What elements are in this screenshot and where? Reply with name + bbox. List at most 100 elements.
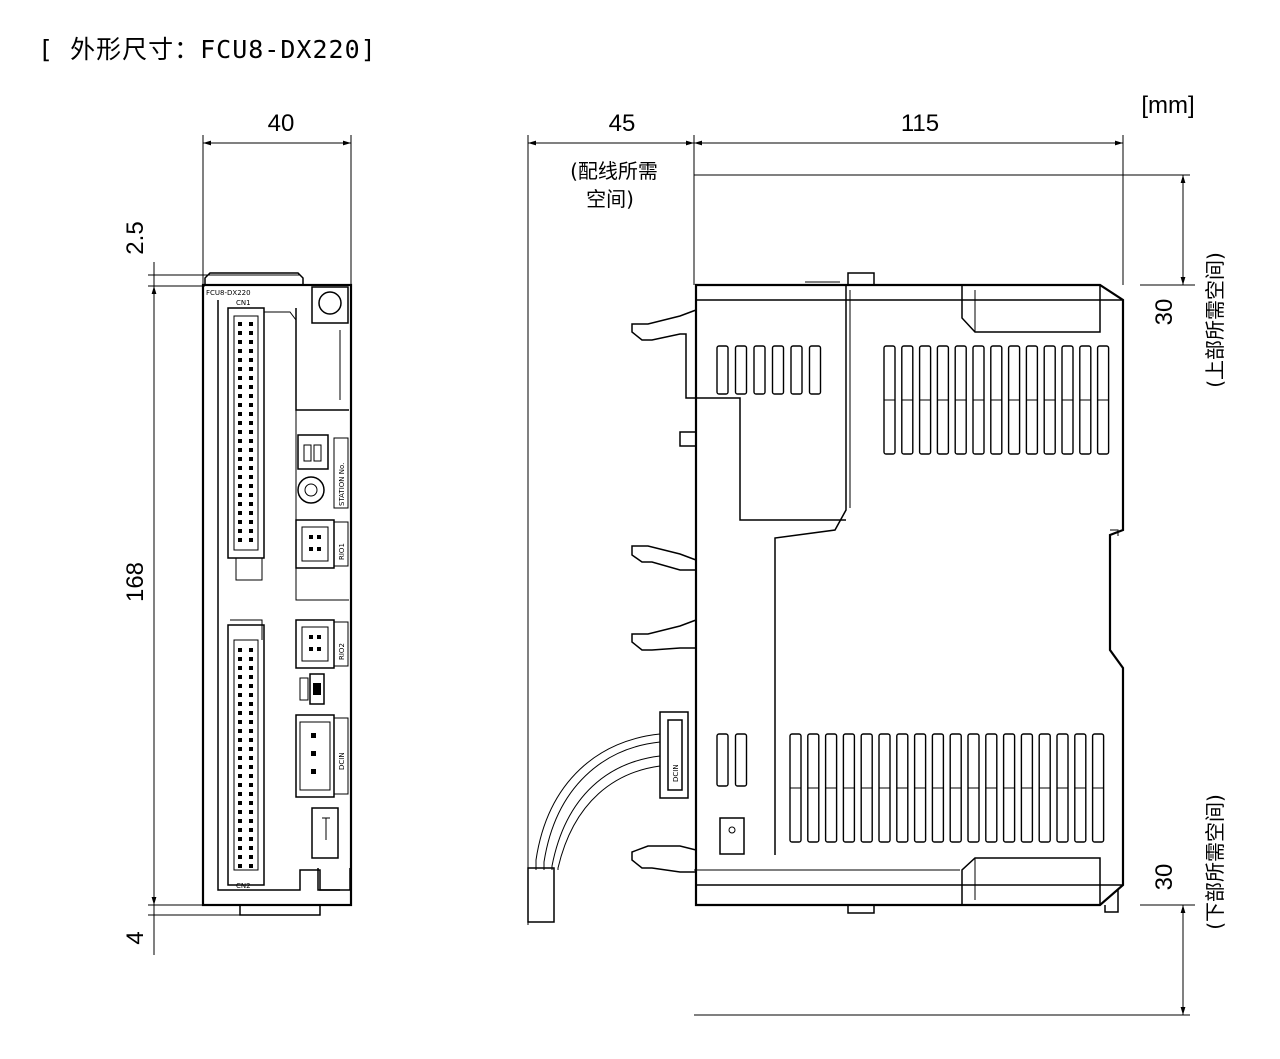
- connector-pin: [249, 403, 253, 407]
- connector-pin: [249, 792, 253, 796]
- connector-pin: [249, 412, 253, 416]
- connector-pin: [238, 484, 242, 488]
- terminal-slot: [753, 345, 766, 395]
- connector-pin: [249, 819, 253, 823]
- connector-pin: [249, 738, 253, 742]
- connector-pin: [238, 466, 242, 470]
- connector-pin: [249, 484, 253, 488]
- top-gap-dimension: 2.5: [122, 221, 149, 254]
- connector-pin: [238, 340, 242, 344]
- connector-pin: [249, 457, 253, 461]
- terminal-slot: [734, 345, 748, 395]
- connector-pin: [238, 747, 242, 751]
- connector-pin: [238, 810, 242, 814]
- height-dimension: 168: [122, 562, 149, 602]
- connector-pin: [249, 529, 253, 533]
- connector-pin: [249, 747, 253, 751]
- connector-pin: [238, 511, 242, 515]
- connector-pin: [249, 657, 253, 661]
- connector-pin: [238, 475, 242, 479]
- wiring-space-note-1: (配线所需: [570, 159, 658, 183]
- connector-pin: [238, 430, 242, 434]
- connector-pin: [249, 331, 253, 335]
- connector-pin: [238, 358, 242, 362]
- connector-pin: [238, 367, 242, 371]
- connector-pin: [249, 666, 253, 670]
- connector-pin: [249, 376, 253, 380]
- connector-pin: [238, 538, 242, 542]
- din-rail-clip: [631, 309, 846, 885]
- connector-pin: [238, 529, 242, 533]
- cn2-connector: [227, 619, 265, 886]
- connector-pin: [238, 502, 242, 506]
- connector-pin: [238, 711, 242, 715]
- connector-pin: [238, 828, 242, 832]
- connector-pin: [238, 394, 242, 398]
- terminal-slot: [808, 345, 822, 395]
- connector-pin: [238, 331, 242, 335]
- connector-pin: [249, 720, 253, 724]
- connector-pin: [238, 439, 242, 443]
- connector-pin: [249, 394, 253, 398]
- connector-pin: [249, 538, 253, 542]
- connector-pin: [238, 412, 242, 416]
- connector-pin: [238, 702, 242, 706]
- connector-pin: [249, 774, 253, 778]
- terminal-slot: [716, 345, 729, 395]
- connector-pin: [238, 666, 242, 670]
- connector-pin: [238, 457, 242, 461]
- rio1-label: RIO1: [338, 543, 346, 560]
- front-model-label: FCU8-DX220: [206, 289, 251, 297]
- connector-pin: [249, 846, 253, 850]
- connector-pin: [249, 439, 253, 443]
- width-dimension: 40: [268, 110, 295, 137]
- cn1-label: CN1: [236, 299, 251, 307]
- top-clearance-dimension: 30: [1151, 299, 1178, 326]
- connector-pin: [249, 448, 253, 452]
- front-body-outline: [201, 283, 353, 907]
- connector-pin: [249, 756, 253, 760]
- screw-hole-top: [318, 291, 342, 315]
- connector-pin: [249, 693, 253, 697]
- connector-pin: [249, 430, 253, 434]
- connector-pin: [238, 738, 242, 742]
- bottom-gap-dimension: 4: [122, 931, 149, 944]
- rio2-connector: RIO2: [295, 619, 349, 669]
- connector-pin: [249, 801, 253, 805]
- depth-dimension: 115: [901, 110, 939, 137]
- dcin-connector: DCIN: [295, 714, 349, 798]
- connector-pin: [249, 765, 253, 769]
- connector-pin: [238, 421, 242, 425]
- connector-pin: [249, 349, 253, 353]
- connector-pin: [238, 385, 242, 389]
- connector-pin: [238, 322, 242, 326]
- connector-pin: [238, 837, 242, 841]
- side-body-outline: [694, 272, 1125, 914]
- connector-pin: [238, 648, 242, 652]
- connector-pin: [249, 385, 253, 389]
- terminal-slots: [716, 345, 822, 787]
- connector-pin: [238, 693, 242, 697]
- connector-pin: [249, 511, 253, 515]
- connector-pin: [249, 358, 253, 362]
- connector-pin: [238, 448, 242, 452]
- connector-pin: [238, 376, 242, 380]
- connector-pin: [238, 864, 242, 868]
- top-clearance-label: (上部所需空间): [1203, 252, 1227, 388]
- connector-pin: [249, 466, 253, 470]
- front-view: 40 2.5 168 4 FCU8-DX220 CN1: [122, 110, 353, 955]
- cn1-connector: [227, 307, 297, 581]
- connector-pin: [249, 711, 253, 715]
- station-switch: STATION No.: [297, 434, 349, 509]
- connector-pin: [249, 493, 253, 497]
- drawing-title: [ 外形尺寸：FCU8-DX220]: [38, 35, 377, 64]
- connector-pin: [249, 475, 253, 479]
- connector-pin: [249, 783, 253, 787]
- connector-pin: [238, 846, 242, 850]
- connector-pin: [238, 783, 242, 787]
- connector-pin: [249, 855, 253, 859]
- terminal-slot: [734, 733, 748, 787]
- side-connector-label: DCIN: [672, 764, 680, 782]
- rio2-label: RIO2: [338, 643, 346, 660]
